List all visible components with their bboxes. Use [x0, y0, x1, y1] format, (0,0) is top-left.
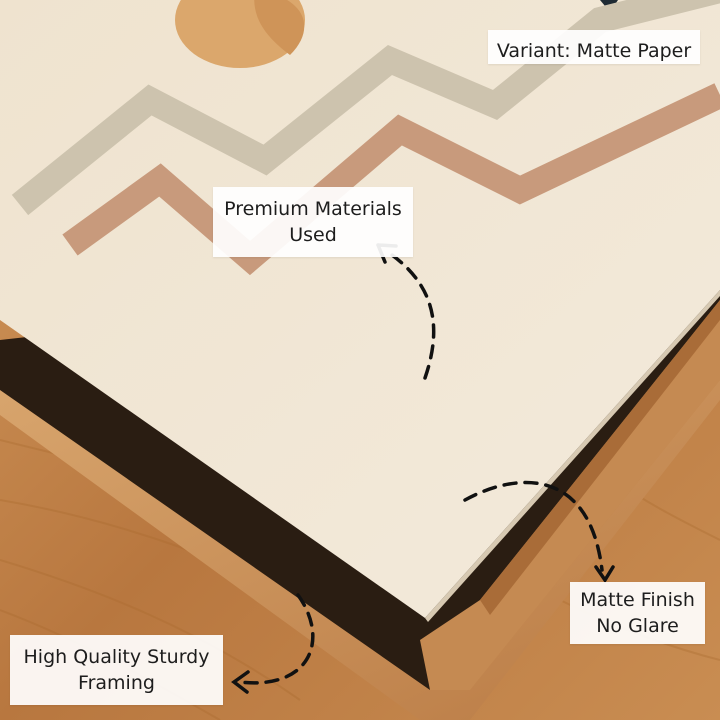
matte-finish-label: Matte Finish No Glare [570, 582, 705, 644]
framing-label: High Quality Sturdy Framing [10, 635, 223, 705]
dashed-arrow-icon [463, 480, 604, 572]
arrow-head-matte [594, 565, 615, 584]
premium-text-line-2: Used [289, 224, 337, 246]
framing-text-line-1: High Quality Sturdy [23, 646, 210, 668]
matte-text-line-2: No Glare [596, 615, 679, 637]
dashed-arrow-icon [383, 248, 436, 380]
frame-edge [0, 380, 720, 720]
frame-inner-rim [480, 300, 720, 615]
zigzag-sage [11, 0, 720, 216]
paper-edge [425, 290, 720, 622]
matte-text-line-1: Matte Finish [580, 589, 695, 611]
premium-materials-label: Premium Materials Used [213, 187, 413, 257]
variant-label: Variant: Matte Paper [488, 30, 700, 64]
sun-shade [254, 0, 305, 55]
arrow-head-framing [231, 670, 250, 694]
premium-text-line-1: Premium Materials [224, 198, 402, 220]
variant-text: Variant: Matte Paper [496, 40, 692, 62]
framing-text-line-2: Framing [78, 672, 155, 694]
dashed-arrow-icon [238, 593, 315, 685]
art-print-paper [0, 0, 720, 618]
